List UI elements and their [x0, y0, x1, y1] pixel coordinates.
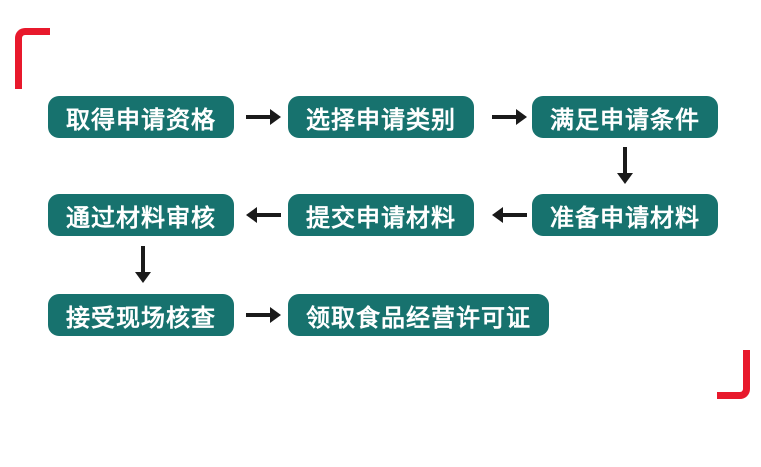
arrow-shaft — [257, 213, 281, 217]
node-pass-review: 通过材料审核 — [48, 194, 234, 236]
node-submit-materials: 提交申请材料 — [288, 194, 474, 236]
arrow-right-icon — [492, 109, 527, 125]
node-meet-conditions: 满足申请条件 — [532, 96, 718, 138]
arrow-head — [246, 207, 257, 223]
node-prepare-materials: 准备申请材料 — [532, 194, 718, 236]
arrow-shaft — [492, 115, 516, 119]
node-obtain-qualification: 取得申请资格 — [48, 96, 234, 138]
arrow-shaft — [623, 147, 627, 173]
arrow-head — [492, 207, 503, 223]
arrow-head — [617, 173, 633, 184]
arrow-right-icon — [246, 307, 281, 323]
corner-bracket-bottom-right-icon — [717, 350, 750, 399]
arrow-down-icon — [617, 147, 633, 184]
arrow-shaft — [141, 246, 145, 272]
arrow-shaft — [246, 115, 270, 119]
arrow-left-icon — [246, 207, 281, 223]
arrow-right-icon — [246, 109, 281, 125]
arrow-head — [135, 272, 151, 283]
arrow-shaft — [503, 213, 527, 217]
node-select-category: 选择申请类别 — [288, 96, 474, 138]
arrow-head — [270, 307, 281, 323]
arrow-head — [270, 109, 281, 125]
arrow-head — [516, 109, 527, 125]
arrow-shaft — [246, 313, 270, 317]
arrow-left-icon — [492, 207, 527, 223]
node-receive-license: 领取食品经营许可证 — [288, 294, 549, 336]
node-accept-inspection: 接受现场核查 — [48, 294, 234, 336]
arrow-down-icon — [135, 246, 151, 283]
corner-bracket-top-left-icon — [15, 28, 50, 89]
